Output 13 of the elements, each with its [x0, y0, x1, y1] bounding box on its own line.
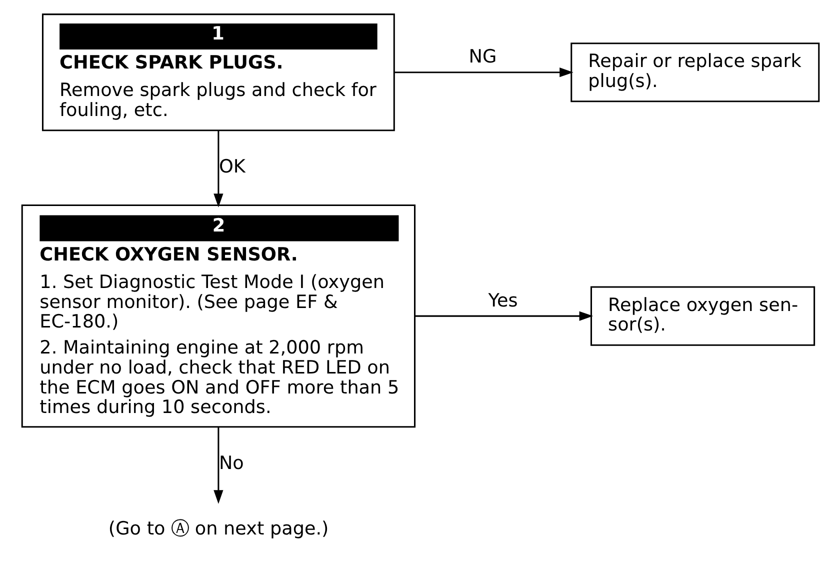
- arrow: [213, 130, 223, 208]
- edge-label: No: [218, 452, 244, 474]
- edge-label: Yes: [488, 290, 518, 312]
- arrow: [213, 426, 223, 504]
- node-box: 1 CHECK SPARK PLUGS. Remove spark plugs and check for fouling, etc.: [41, 14, 394, 132]
- node-box: Repair or replace spark plug(s).: [570, 42, 820, 102]
- node-box: Replace oxygen sen- sor(s).: [590, 286, 815, 346]
- arrow: [414, 311, 593, 321]
- edge-label: OK: [218, 156, 245, 178]
- edge-label: NG: [468, 46, 496, 68]
- node-text: (Go to Ⓐ on next page.): [108, 518, 328, 540]
- node-box: 2 CHECK OXYGEN SENSOR. 1. Set Diagnostic Test Mode I (oxygen sensor monitor). (See page EF & EC-180.) 2. Maintaining engine at 2,000 rpm under no load, check that RED LED on the ECM goes ON and OFF more than 5 times during 10 seconds.: [20, 204, 416, 428]
- arrow: [394, 68, 573, 78]
